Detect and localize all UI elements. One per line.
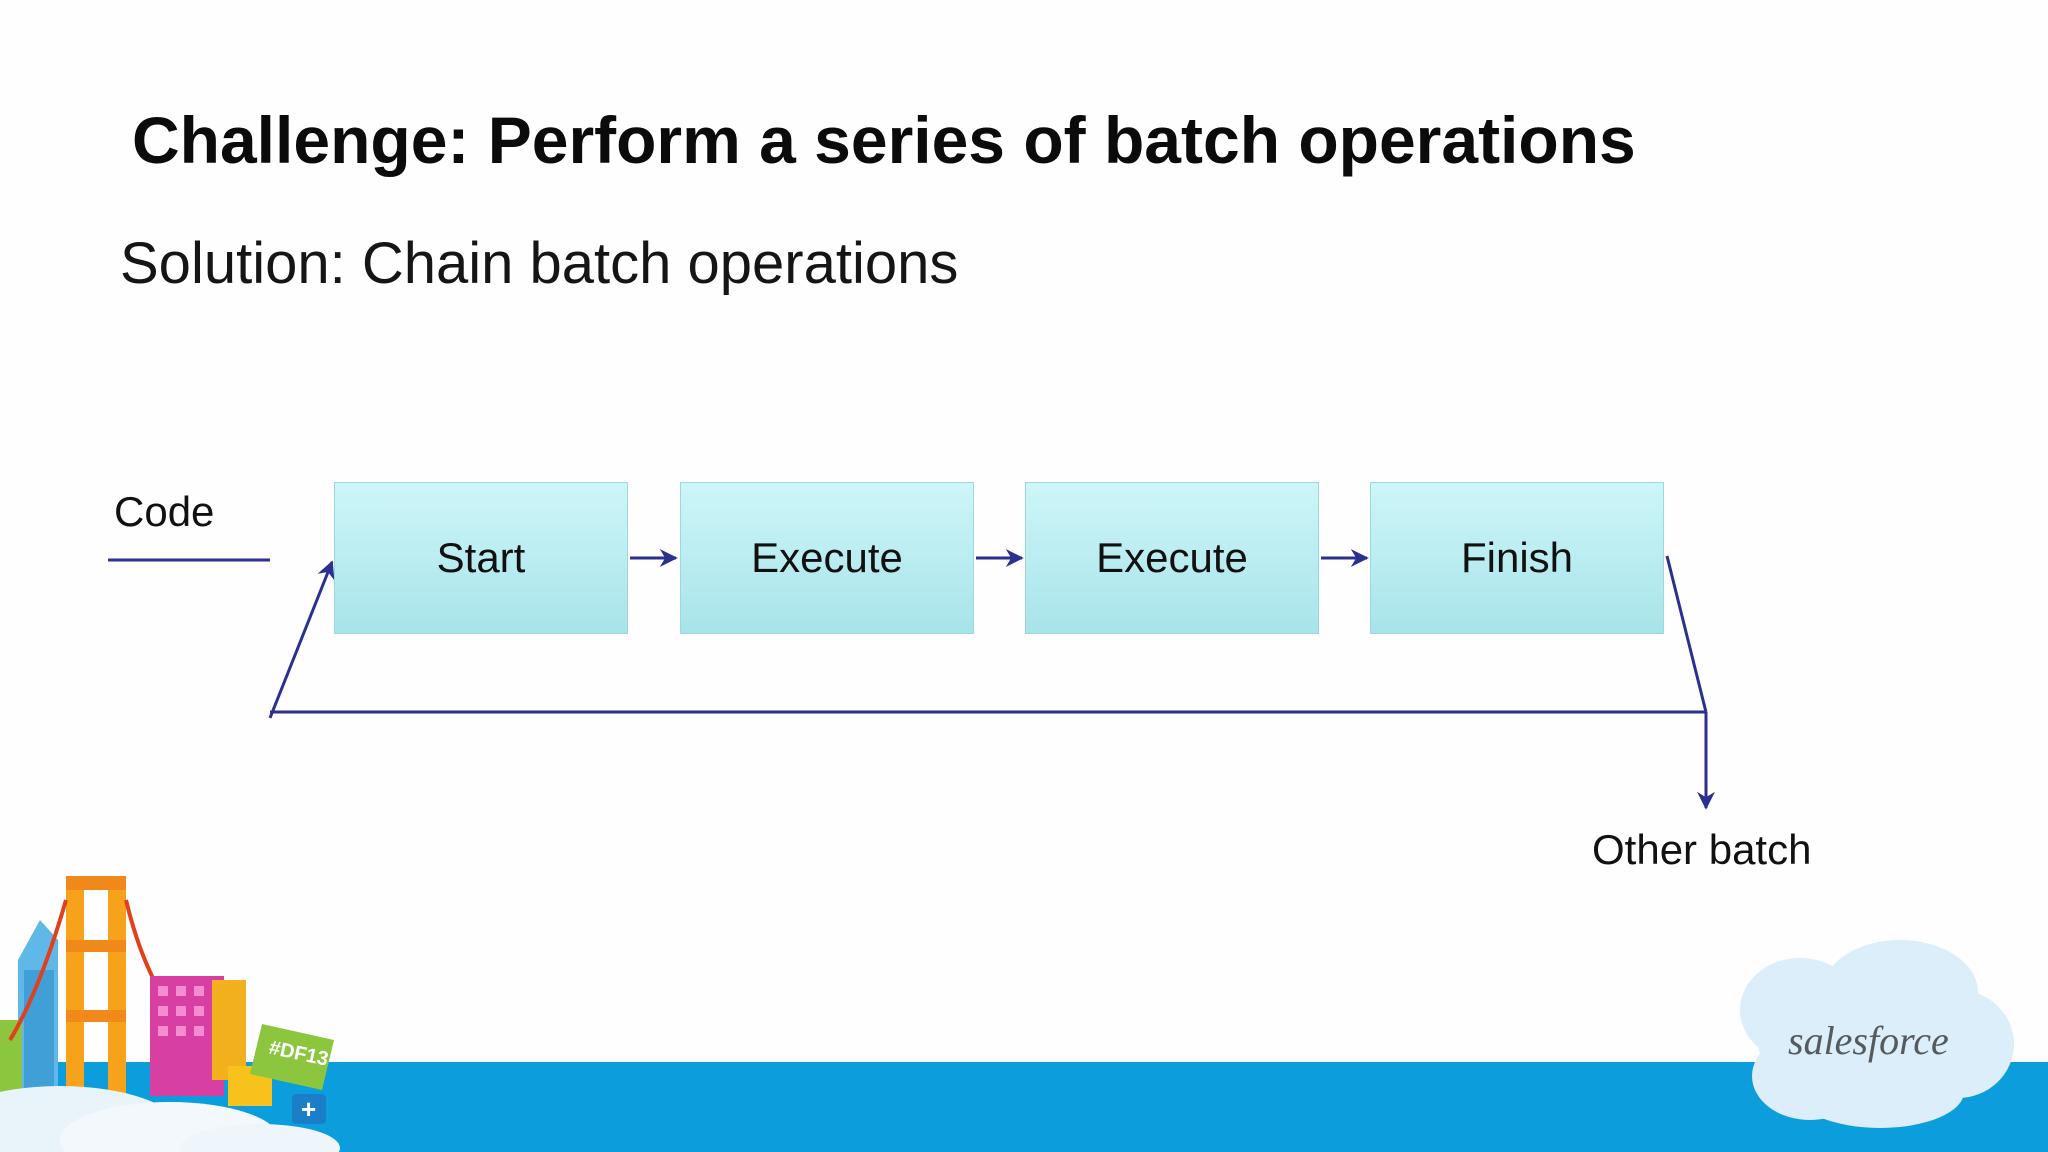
salesforce-logo-text: salesforce xyxy=(1788,1018,1949,1063)
finish-down-line xyxy=(1665,555,1708,713)
slide-title: Challenge: Perform a series of batch ope… xyxy=(132,103,1636,177)
step-finish-box: Finish xyxy=(1370,482,1664,634)
footer-band xyxy=(0,1062,2048,1152)
step-execute-box: Execute xyxy=(1025,482,1319,634)
svg-text:+: + xyxy=(301,1094,316,1124)
step-label: Execute xyxy=(1096,534,1248,581)
step-label: Start xyxy=(436,534,526,581)
step-label: Execute xyxy=(751,534,903,581)
code-label: Code xyxy=(114,488,215,535)
step-execute-box: Execute xyxy=(680,482,974,634)
step-label: Finish xyxy=(1460,534,1574,581)
other-batch-label: Other batch xyxy=(1592,826,1812,873)
step-start-box: Start xyxy=(334,482,628,634)
loop-up-arrow xyxy=(268,560,335,719)
slide-subtitle: Solution: Chain batch operations xyxy=(120,231,959,296)
